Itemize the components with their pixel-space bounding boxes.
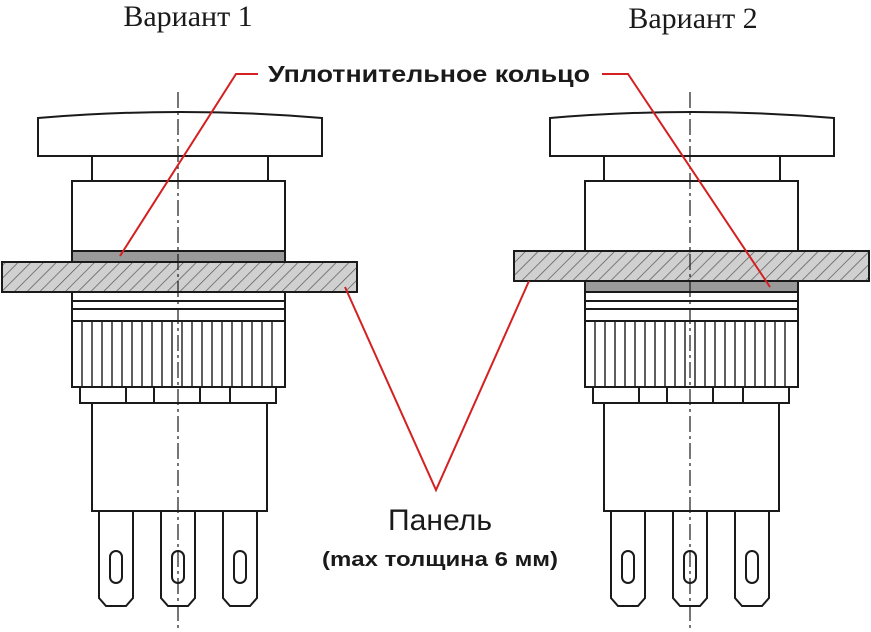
terminals bbox=[610, 510, 770, 607]
panel bbox=[1, 261, 358, 293]
seal-leader-left bbox=[119, 73, 258, 257]
clip-tab bbox=[742, 386, 790, 404]
button-cap bbox=[37, 111, 323, 157]
terminal-hole bbox=[745, 550, 759, 584]
button-cap bbox=[549, 111, 835, 157]
panel-label: Панель bbox=[388, 504, 492, 537]
nut-collar-3 bbox=[584, 308, 799, 322]
button-neck bbox=[603, 155, 781, 182]
terminal-hole bbox=[109, 550, 123, 584]
clip-tab bbox=[229, 386, 277, 404]
nut-collar-2 bbox=[584, 300, 799, 310]
panel-note-label: (max толщина 6 мм) bbox=[322, 549, 558, 571]
clip-tab bbox=[153, 386, 201, 404]
lower-housing bbox=[91, 402, 268, 512]
nut-ribs bbox=[81, 321, 273, 387]
seal-ring-label: Уплотнительное кольцо bbox=[268, 61, 590, 87]
terminal-hole bbox=[621, 550, 635, 584]
clip-tab bbox=[79, 386, 127, 404]
panel-leader bbox=[344, 280, 530, 493]
nut-ribs bbox=[594, 321, 786, 387]
button-upper-body bbox=[584, 180, 799, 252]
button-variant-2 bbox=[513, 111, 870, 607]
seal-leader-right bbox=[602, 73, 771, 288]
terminal-hole bbox=[233, 550, 247, 584]
ribbed-nut bbox=[584, 320, 799, 388]
clip-tab bbox=[592, 386, 640, 404]
nut-collar bbox=[584, 291, 799, 302]
leader-lines bbox=[119, 73, 771, 493]
lower-housing bbox=[603, 402, 780, 512]
button-neck bbox=[91, 155, 269, 182]
button-variant-1 bbox=[1, 111, 358, 607]
variant-1-title: Вариант 1 bbox=[123, 0, 252, 33]
variant-2-title: Вариант 2 bbox=[628, 2, 757, 35]
panel bbox=[513, 250, 870, 282]
